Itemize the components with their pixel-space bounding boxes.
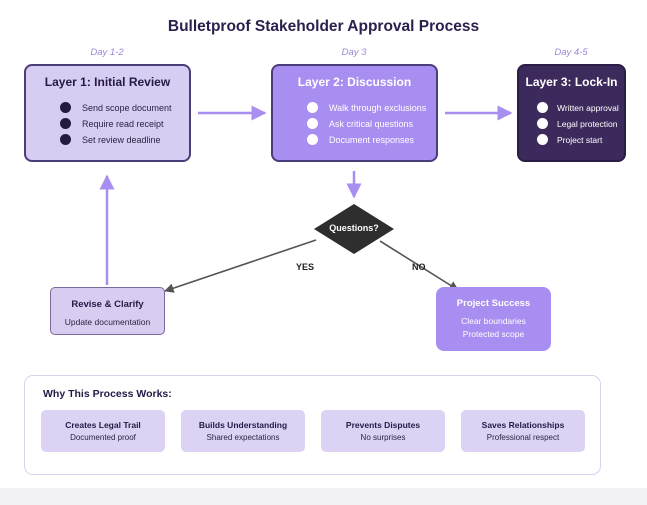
layer-2-item-label: Walk through exclusions bbox=[329, 102, 427, 113]
bullet-icon bbox=[307, 118, 318, 129]
layer-3-item-label: Written approval bbox=[557, 102, 619, 113]
layer-3-item-label: Legal protection bbox=[557, 118, 618, 129]
layer-3-item: Written approval bbox=[537, 102, 619, 113]
bullet-icon bbox=[307, 102, 318, 113]
day-label-layer-3: Day 4-5 bbox=[554, 47, 588, 58]
arrow-decision-yes-to-revise bbox=[164, 239, 317, 293]
reason-subtitle: No surprises bbox=[360, 433, 406, 442]
reason-card: Creates Legal Trail Documented proof bbox=[41, 410, 165, 452]
bullet-icon bbox=[537, 118, 548, 129]
reason-title: Prevents Disputes bbox=[345, 420, 421, 430]
layer-1-item-label: Require read receipt bbox=[82, 118, 164, 129]
bullet-icon bbox=[60, 134, 71, 145]
day-label-layer-2: Day 3 bbox=[341, 47, 367, 58]
bullet-icon bbox=[60, 118, 71, 129]
why-panel: Why This Process Works: Creates Legal Tr… bbox=[24, 375, 601, 475]
layer-1-box: Layer 1: Initial Review Send scope docum… bbox=[24, 64, 191, 162]
success-box: Project Success Clear boundaries Protect… bbox=[436, 287, 551, 351]
layer-3-item: Legal protection bbox=[537, 118, 618, 129]
layer-2-item: Walk through exclusions bbox=[307, 102, 426, 113]
layer-2-item-label: Document responses bbox=[329, 134, 415, 145]
no-label: NO bbox=[412, 262, 426, 272]
success-title: Project Success bbox=[456, 298, 531, 309]
connectors bbox=[99, 105, 513, 293]
reason-title: Saves Relationships bbox=[481, 420, 565, 430]
decision-diamond bbox=[314, 204, 394, 254]
layer-1-item-label: Set review deadline bbox=[82, 134, 161, 145]
reason-subtitle: Professional respect bbox=[486, 433, 560, 442]
why-title: Why This Process Works: bbox=[43, 388, 172, 400]
layer-3-item-label: Project start bbox=[557, 134, 603, 145]
bullet-icon bbox=[537, 102, 548, 113]
decision-label: Questions? bbox=[329, 223, 379, 233]
layer-1-item: Require read receipt bbox=[60, 118, 164, 129]
reason-card: Saves Relationships Professional respect bbox=[461, 410, 585, 452]
layer-2-item-label: Ask critical questions bbox=[329, 118, 414, 129]
reason-card: Builds Understanding Shared expectations bbox=[181, 410, 305, 452]
revise-title: Revise & Clarify bbox=[71, 299, 144, 310]
layer-3-item: Project start bbox=[537, 134, 602, 145]
bullet-icon bbox=[307, 134, 318, 145]
layer-1-item: Send scope document bbox=[60, 102, 172, 113]
arrow-decision-no-to-success bbox=[379, 240, 459, 291]
bullet-icon bbox=[60, 102, 71, 113]
bullet-icon bbox=[537, 134, 548, 145]
layer-3-box: Layer 3: Lock-In Written approval Legal … bbox=[517, 64, 626, 162]
diagram-canvas: Bulletproof Stakeholder Approval Process… bbox=[24, 18, 626, 475]
reason-subtitle: Documented proof bbox=[70, 433, 136, 442]
reason-title: Creates Legal Trail bbox=[65, 420, 141, 430]
layer-1-title: Layer 1: Initial Review bbox=[44, 75, 171, 89]
revise-box: Revise & Clarify Update documentation bbox=[50, 287, 165, 335]
diagram-title: Bulletproof Stakeholder Approval Process bbox=[167, 18, 480, 35]
reason-card: Prevents Disputes No surprises bbox=[321, 410, 445, 452]
revise-subtitle: Update documentation bbox=[64, 317, 151, 327]
success-line: Protected scope bbox=[462, 329, 525, 339]
layer-1-item-label: Send scope document bbox=[82, 102, 172, 113]
layer-2-title: Layer 2: Discussion bbox=[297, 75, 412, 89]
success-line: Clear boundaries bbox=[461, 316, 526, 326]
yes-label: YES bbox=[296, 262, 315, 272]
reason-subtitle: Shared expectations bbox=[206, 433, 280, 442]
layer-2-box: Layer 2: Discussion Walk through exclusi… bbox=[271, 64, 438, 162]
day-label-layer-1: Day 1-2 bbox=[90, 47, 124, 58]
layer-3-title: Layer 3: Lock-In bbox=[525, 75, 618, 89]
reason-title: Builds Understanding bbox=[198, 420, 288, 430]
layer-2-item: Document responses bbox=[307, 134, 414, 145]
layer-1-item: Set review deadline bbox=[60, 134, 161, 145]
layer-2-item: Ask critical questions bbox=[307, 118, 413, 129]
footer-strip bbox=[0, 488, 647, 505]
